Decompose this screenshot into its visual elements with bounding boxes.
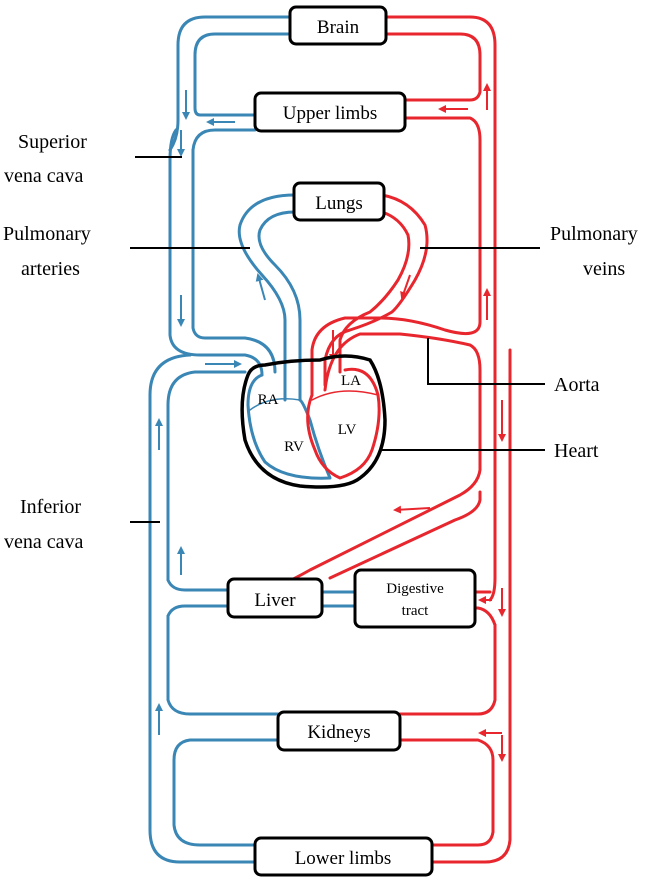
digestive-tract-box: Digestive tract [355,570,475,627]
liver-box: Liver [228,579,322,617]
pulmonary-arteries-label-line1: Pulmonary [3,223,91,245]
pulmonary-artery-outer [239,195,295,400]
upper-limbs-label: Upper limbs [283,103,377,124]
hepatic-artery-outer [330,492,480,578]
digestive-tract-label-line2: tract [402,603,429,619]
aorta-label: Aorta [554,374,600,396]
liver-vein-bottom [168,606,228,616]
brain-label: Brain [317,17,360,38]
pulmonary-veins-label-line1: Pulmonary [550,223,638,245]
kidneys-box: Kidneys [278,712,400,750]
lower-vein-inner [168,616,278,714]
right-heart-outline [248,375,330,478]
svc-label-line1: Superior [18,131,87,153]
lower-limbs-box: Lower limbs [255,838,432,875]
organ-boxes: Brain Upper limbs Lungs Liver Digestive … [228,7,475,875]
aorta-pointer [428,338,545,384]
liver-label: Liver [254,590,296,611]
brain-artery-inner [385,34,480,100]
ra-label: RA [258,392,279,408]
digestive-tract-label-line1: Digestive [386,581,444,597]
heart-label: Heart [554,440,599,462]
rv-label: RV [284,439,304,455]
descending-aorta-outer [490,330,495,600]
inferior-vena-cava-inner [168,372,245,580]
pulmonary-arteries-label-line2: arteries [21,258,80,280]
heart-outline [242,356,385,487]
brain-box: Brain [290,7,386,44]
lower-vein-outer [150,590,255,862]
upper-limbs-vein-inner [193,130,255,150]
lower-limbs-label: Lower limbs [295,848,392,869]
lv-label: LV [338,422,357,438]
la-lv-divider [312,391,378,400]
descending-aorta-lower-inner [400,625,495,714]
heart-chamber-labels: RA RV LA LV [258,373,362,455]
upper-limbs-artery-inner [405,118,480,322]
arrow-hepatic-left [395,508,430,510]
lungs-label: Lungs [315,193,363,214]
kidney-artery-bottom [400,740,493,845]
lungs-box: Lungs [294,183,384,220]
digestive-artery-bottom [475,608,495,625]
pulmonary-veins-label-line2: veins [583,258,625,280]
superior-vena-cava-inner [193,150,275,372]
kidney-vein-bottom [174,740,278,845]
ivc-label-line2: vena cava [4,531,84,553]
kidneys-label: Kidneys [307,722,370,743]
pulmonary-vein-inner [340,212,409,372]
ivc-label-line1: Inferior [20,496,81,518]
liver-vein-top [168,580,228,590]
svc-label-line2: vena cava [4,165,84,187]
aorta-inner [265,334,480,590]
upper-limbs-box: Upper limbs [255,93,405,131]
pulmonary-artery-inner [259,212,300,400]
la-label: LA [341,373,361,389]
